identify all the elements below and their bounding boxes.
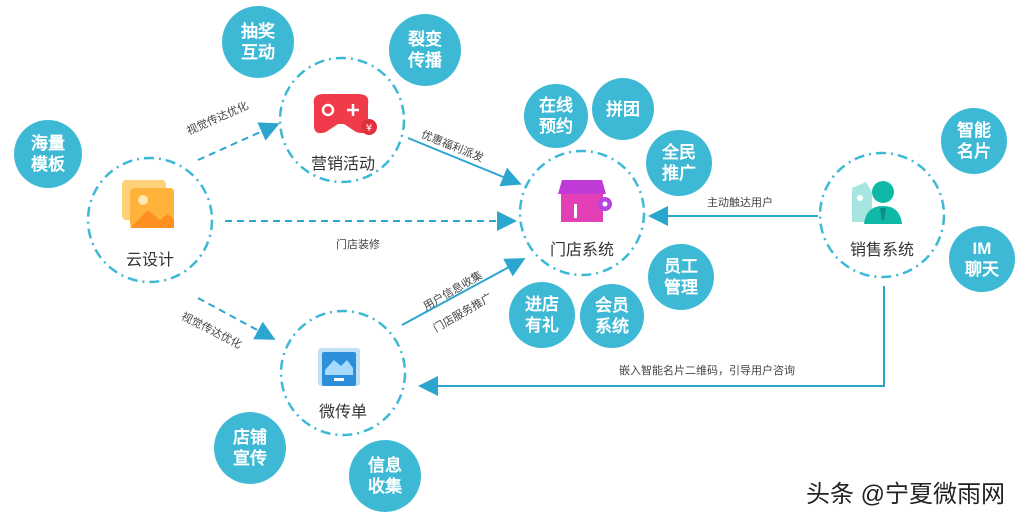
feature-yuangong: 员工 管理: [648, 244, 714, 310]
svg-text:¥: ¥: [366, 123, 372, 134]
arrow-marketing-to-store: [407, 137, 522, 187]
person-icon: [852, 181, 902, 224]
edge-label-sales-to-store: 主动触达用户: [707, 197, 773, 209]
arrow-flyer-to-store: [401, 258, 526, 326]
store-icon: [558, 180, 612, 222]
feature-haiyang: 海量 模板: [14, 120, 82, 188]
node-store: 门店系统: [549, 242, 614, 259]
image-icon: [122, 180, 174, 228]
feature-jindian: 进店 有礼: [509, 282, 575, 348]
feature-mingpian: 智能 名片: [941, 108, 1007, 174]
flyer-icon: [318, 348, 360, 386]
flyer-ring: [279, 309, 407, 437]
watermark: 头条 @宁夏微雨网: [806, 481, 1006, 508]
node-flyer: 微传单: [318, 404, 367, 421]
edge-label-design-to-store: 门店装修: [336, 239, 380, 251]
store-ring: [518, 149, 646, 277]
arrow-design-to-marketing: [197, 122, 280, 161]
feature-dianpu: 店铺 宣传: [214, 412, 286, 484]
feature-im: IM 聊天: [949, 226, 1015, 292]
feature-zaixian: 在线 预约: [524, 84, 588, 148]
sales-ring: [818, 151, 946, 279]
edge-label-sales-to-flyer: 嵌入智能名片二维码，引导用户咨询: [619, 365, 795, 377]
feature-quanmin: 全民 推广: [646, 130, 712, 196]
feature-huiyuan: 会员 系统: [580, 284, 644, 348]
feature-pintuan: 拼团: [592, 78, 654, 140]
node-cloud-design: 云设计: [125, 252, 174, 269]
feature-choujiang: 抽奖 互动: [222, 6, 294, 78]
feature-xinxi: 信息 收集: [349, 440, 421, 512]
arrow-design-to-flyer: [197, 297, 276, 340]
feature-liebian: 裂变 传播: [389, 14, 461, 86]
node-sales: 销售系统: [849, 242, 914, 259]
cloud-design-ring: [86, 156, 214, 284]
arrow-sales-to-flyer: [418, 286, 885, 396]
marketing-ring: [278, 56, 406, 184]
gamepad-icon: ¥: [313, 94, 377, 135]
node-marketing: 营销活动: [310, 156, 375, 173]
